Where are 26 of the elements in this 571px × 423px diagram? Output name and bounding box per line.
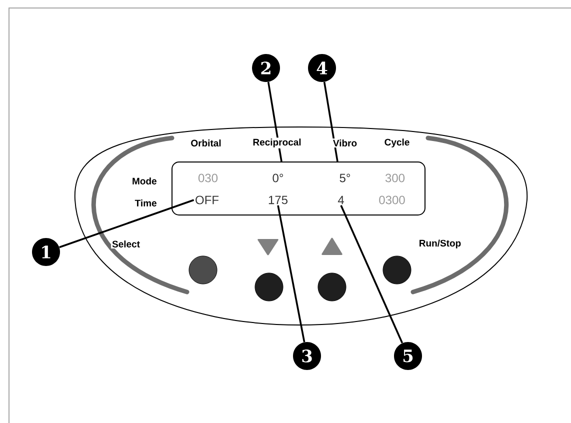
display-screen	[172, 162, 426, 216]
panel-label: Mode	[131, 176, 158, 186]
leader-line	[340, 204, 404, 344]
panel-label: Vibro	[332, 138, 358, 148]
display-value: 4	[338, 196, 344, 204]
callout-number: 3	[293, 342, 321, 370]
panel-label: Orbital	[190, 138, 222, 148]
display-value: 5°	[340, 174, 350, 182]
button-label: Select	[111, 240, 141, 248]
callout-number: 4	[308, 54, 336, 82]
panel-label: Cycle	[383, 138, 411, 148]
callout-number: 5	[394, 342, 422, 370]
leader-line	[323, 82, 338, 162]
display-value: 300	[385, 174, 405, 182]
leader-line	[59, 199, 194, 248]
display-value: 030	[198, 174, 218, 182]
callout-number: 2	[252, 54, 280, 82]
callout-number: 1	[32, 238, 60, 266]
display-value: OFF	[196, 196, 219, 204]
panel-label: Time	[134, 198, 158, 208]
display-value: 175	[268, 196, 288, 204]
button-label: Run/Stop	[418, 238, 462, 250]
display-value: 0300	[379, 196, 405, 204]
leader-line	[277, 205, 306, 342]
panel-label: Reciprocal	[252, 138, 302, 148]
display-value: 0°	[272, 174, 284, 182]
